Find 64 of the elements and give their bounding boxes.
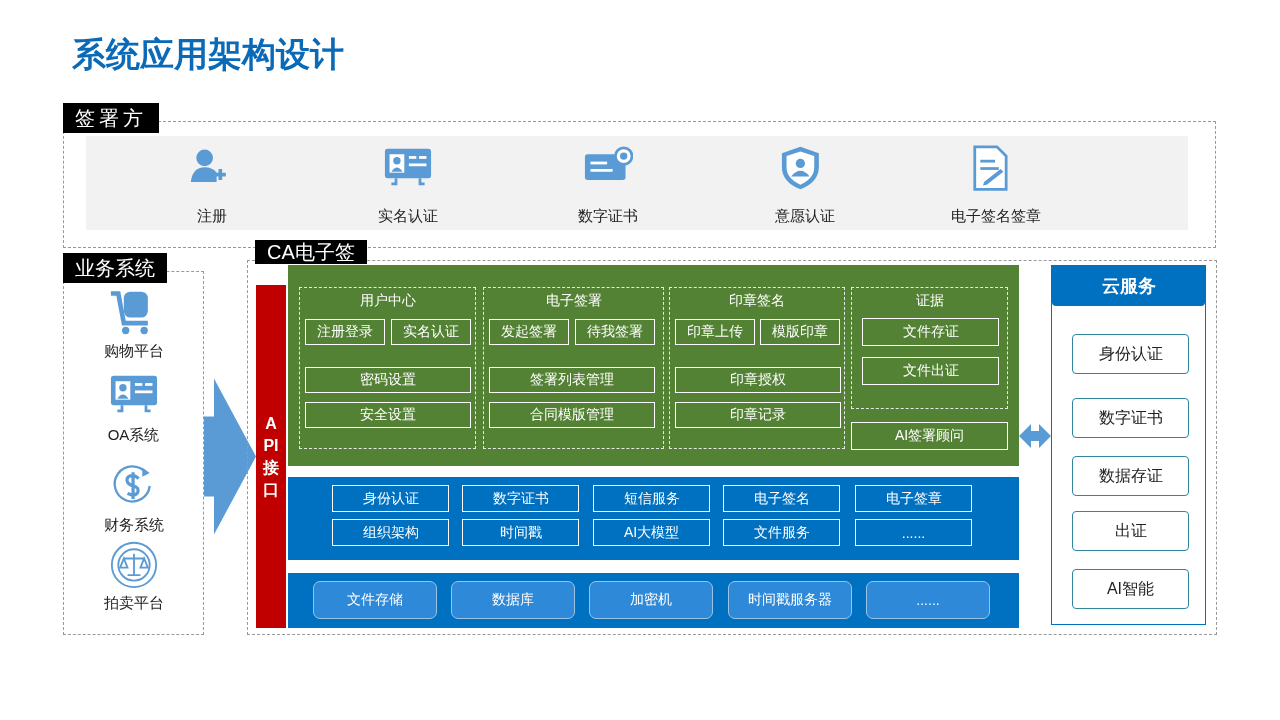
infrastructure-tile: 时间戳服务器: [728, 581, 852, 619]
service-panel: [288, 477, 1019, 560]
item-label: 意愿认证: [774, 207, 836, 226]
page-title: 系统应用架构设计: [72, 34, 344, 75]
function-tile: AI签署顾问: [851, 422, 1008, 450]
block-arrow: [204, 378, 256, 535]
function-tile: 组织架构: [332, 519, 449, 546]
panel-header: 云服务: [1052, 266, 1205, 306]
infrastructure-tile: ......: [866, 581, 990, 619]
function-tile: AI大模型: [593, 519, 710, 546]
api-bar: API接口: [256, 285, 286, 628]
item-label: 拍卖平台: [102, 594, 165, 613]
module-heading: 印章签名: [728, 292, 786, 310]
function-tile: 文件出证: [862, 357, 999, 385]
item-label: 数字证书: [577, 207, 639, 226]
service-panel: [288, 573, 1019, 628]
function-tile: 电子签名: [723, 485, 840, 512]
infrastructure-tile: 数据库: [451, 581, 575, 619]
service-tile: AI智能: [1072, 569, 1189, 609]
function-tile: 印章上传: [675, 319, 755, 345]
section-tag: 签署方: [63, 103, 159, 133]
cloud-service-panel: [1051, 265, 1206, 625]
module-frame: [851, 287, 1008, 409]
function-tile: 电子签章: [855, 485, 972, 512]
infrastructure-tile: 文件存储: [313, 581, 437, 619]
function-tile: 数字证书: [462, 485, 579, 512]
service-tile: 身份认证: [1072, 334, 1189, 374]
function-tile: 印章记录: [675, 402, 841, 428]
section-tag: 业务系统: [63, 253, 167, 283]
function-tile: 文件存证: [862, 318, 999, 346]
section-tag: CA电子签: [255, 240, 367, 264]
item-label: 购物平台: [102, 342, 165, 361]
function-tile: 签署列表管理: [489, 367, 655, 393]
function-tile: 发起签署: [489, 319, 569, 345]
function-tile: 安全设置: [305, 402, 471, 428]
function-tile: 实名认证: [391, 319, 471, 345]
function-tile: 合同模版管理: [489, 402, 655, 428]
module-heading: 用户中心: [358, 292, 417, 310]
infrastructure-tile: 加密机: [589, 581, 713, 619]
module-heading: 证据: [914, 292, 945, 310]
function-tile: 待我签署: [575, 319, 655, 345]
function-tile: 身份认证: [332, 485, 449, 512]
module-frame: [669, 287, 845, 449]
service-tile: 数字证书: [1072, 398, 1189, 438]
function-tile: ......: [855, 519, 972, 546]
function-tile: 模版印章: [760, 319, 840, 345]
function-tile: 印章授权: [675, 367, 841, 393]
module-panel: [288, 265, 1019, 466]
function-tile: 时间戳: [462, 519, 579, 546]
item-label: 实名认证: [377, 207, 439, 226]
service-tile: 出证: [1072, 511, 1189, 551]
double-arrow: [1019, 424, 1051, 448]
module-frame: [483, 287, 664, 449]
item-label: 财务系统: [102, 516, 165, 535]
function-tile: 短信服务: [593, 485, 710, 512]
item-label: 注册: [196, 207, 228, 226]
function-tile: 文件服务: [723, 519, 840, 546]
item-label: OA系统: [106, 426, 161, 445]
function-tile: 密码设置: [305, 367, 471, 393]
service-tile: 数据存证: [1072, 456, 1189, 496]
item-label: 电子签名签章: [950, 207, 1042, 226]
module-heading: 电子签署: [544, 292, 603, 310]
function-tile: 注册登录: [305, 319, 385, 345]
module-frame: [299, 287, 476, 449]
